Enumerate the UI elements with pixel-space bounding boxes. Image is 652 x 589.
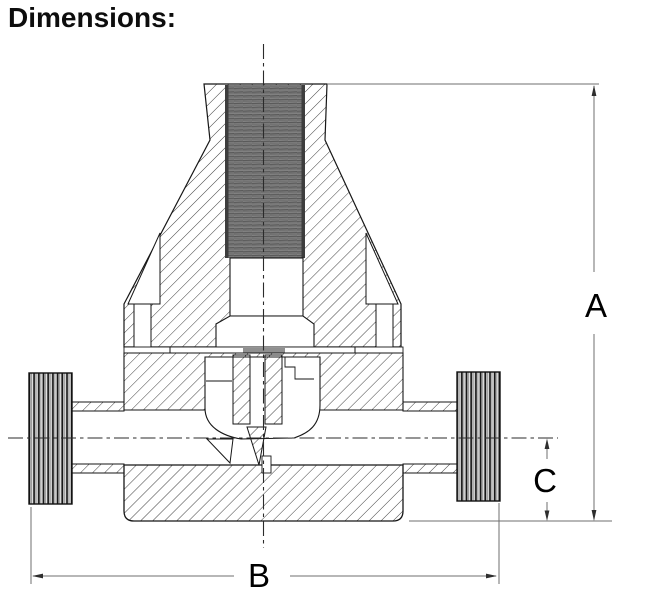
tube-wall-upper-right: [402, 401, 458, 412]
stem-cylinder: [229, 257, 304, 317]
adjustment-screw: [225, 85, 305, 258]
valve-stem-assembly: [215, 257, 315, 348]
bell-step-notch: [284, 357, 314, 380]
page-title: Dimensions:: [8, 2, 177, 33]
spring-button: [215, 315, 315, 348]
tube-wall-lower-left: [71, 463, 125, 474]
tube-wall-upper-left: [71, 401, 125, 412]
dim-c-arrow-down: [544, 510, 550, 521]
dim-b-arrow-right: [486, 573, 497, 579]
dimension-a: A: [327, 83, 612, 522]
poppet-guide-right: [264, 354, 283, 425]
dim-a-label: A: [585, 287, 607, 324]
upper-body-outline: [123, 352, 404, 411]
dimension-c: C: [533, 438, 557, 521]
dimension-b: B: [30, 503, 500, 589]
bonnet-slot-left: [133, 303, 152, 349]
bonnet-slot-right: [375, 303, 394, 349]
dim-c-label: C: [533, 462, 557, 499]
dim-a-arrow-up: [591, 85, 597, 96]
spring-pocket-right: [365, 232, 399, 305]
seat-cone: [205, 438, 234, 465]
diaphragm-plate-edges: [169, 347, 356, 353]
lower-body: [123, 455, 404, 522]
thread-flank-right: [301, 85, 305, 258]
adjustment-screw-threads: [225, 85, 305, 258]
poppet-guide-left: [232, 354, 251, 425]
outlet-port-right: [456, 371, 501, 502]
centerlines: [8, 44, 558, 548]
tube-wall-lower-right: [402, 463, 458, 474]
lower-body-outline: [123, 464, 404, 522]
thread-flank-left: [225, 85, 229, 258]
dim-b-label: B: [248, 557, 270, 589]
seat-bore: [261, 455, 272, 474]
dim-c-arrow-up: [544, 438, 550, 449]
dim-b-arrow-left: [32, 573, 43, 579]
valve-needle: [246, 426, 267, 466]
spring-pocket-left: [127, 232, 161, 305]
dim-a-arrow-down: [591, 510, 597, 521]
